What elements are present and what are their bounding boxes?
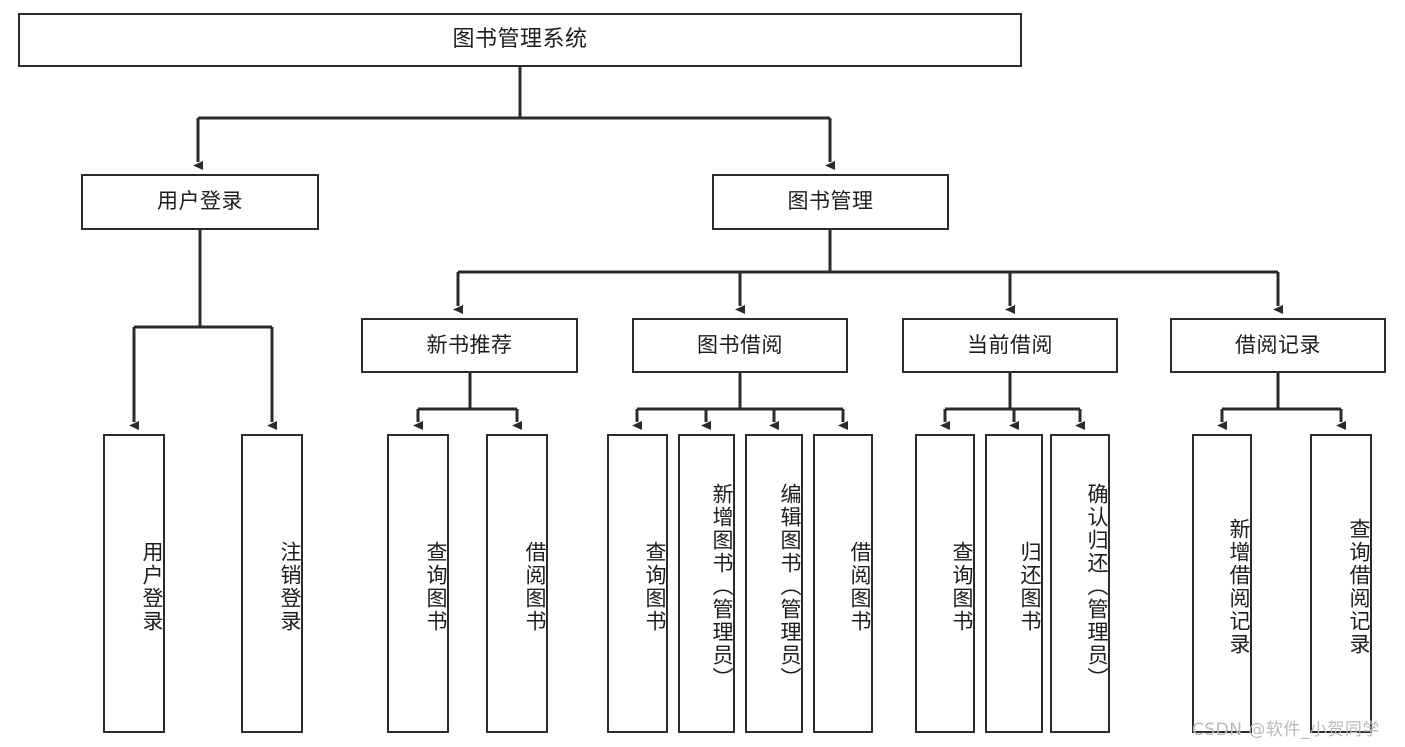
leaf-logout-label: 注销登录 [278,540,302,633]
leaf-edit-book[interactable]: 编辑图书（管理员） [745,434,803,733]
leaf-logout[interactable]: 注销登录 [241,434,303,733]
leaf-return-book[interactable]: 归还图书 [985,434,1043,733]
leaf-add-borrow-record[interactable]: 新增借阅记录 [1192,434,1252,733]
leaf-add-book-label: 新增图书（管理员） [710,483,734,690]
leaf-confirm-return-label: 确认归还（管理员） [1085,483,1109,690]
node-book-management-label: 图书管理 [787,189,874,214]
leaf-query-book-recommend-label: 查询图书 [424,540,448,633]
node-book-borrow-label: 图书借阅 [697,332,783,357]
leaf-borrow-book[interactable]: 借阅图书 [813,434,873,733]
leaf-query-book-recommend[interactable]: 查询图书 [387,434,449,733]
node-user-login[interactable]: 用户登录 [81,174,319,230]
node-book-management[interactable]: 图书管理 [712,174,949,230]
node-book-borrow[interactable]: 图书借阅 [632,318,848,373]
leaf-query-book-borrow[interactable]: 查询图书 [607,434,668,733]
leaf-edit-book-label: 编辑图书（管理员） [778,483,802,690]
node-root-label: 图书管理系统 [452,26,588,52]
node-borrow-records[interactable]: 借阅记录 [1170,318,1386,373]
node-user-login-label: 用户登录 [157,189,243,214]
leaf-query-borrow-record[interactable]: 查询借阅记录 [1310,434,1372,733]
leaf-borrow-book-recommend[interactable]: 借阅图书 [486,434,548,733]
leaf-query-book-current-label: 查询图书 [950,540,974,633]
leaf-add-book[interactable]: 新增图书（管理员） [678,434,735,733]
node-current-borrow[interactable]: 当前借阅 [902,318,1118,373]
leaf-query-borrow-record-label: 查询借阅记录 [1347,517,1371,656]
leaf-borrow-book-label: 借阅图书 [848,540,872,633]
csdn-watermark: CSDN @软件_小贺同学 [1192,720,1380,740]
node-root-book-management-system[interactable]: 图书管理系统 [18,13,1022,67]
leaf-borrow-book-recommend-label: 借阅图书 [523,540,547,633]
leaf-confirm-return[interactable]: 确认归还（管理员） [1050,434,1110,733]
leaf-user-login-label: 用户登录 [140,540,164,633]
node-borrow-records-label: 借阅记录 [1235,332,1321,357]
leaf-query-book-current[interactable]: 查询图书 [915,434,975,733]
node-new-book-recommend[interactable]: 新书推荐 [361,318,578,373]
leaf-query-book-borrow-label: 查询图书 [643,540,667,633]
leaf-return-book-label: 归还图书 [1018,540,1042,633]
node-current-borrow-label: 当前借阅 [967,332,1053,357]
leaf-user-login[interactable]: 用户登录 [103,434,165,733]
node-new-book-recommend-label: 新书推荐 [426,332,513,357]
leaf-add-borrow-record-label: 新增借阅记录 [1227,517,1251,656]
